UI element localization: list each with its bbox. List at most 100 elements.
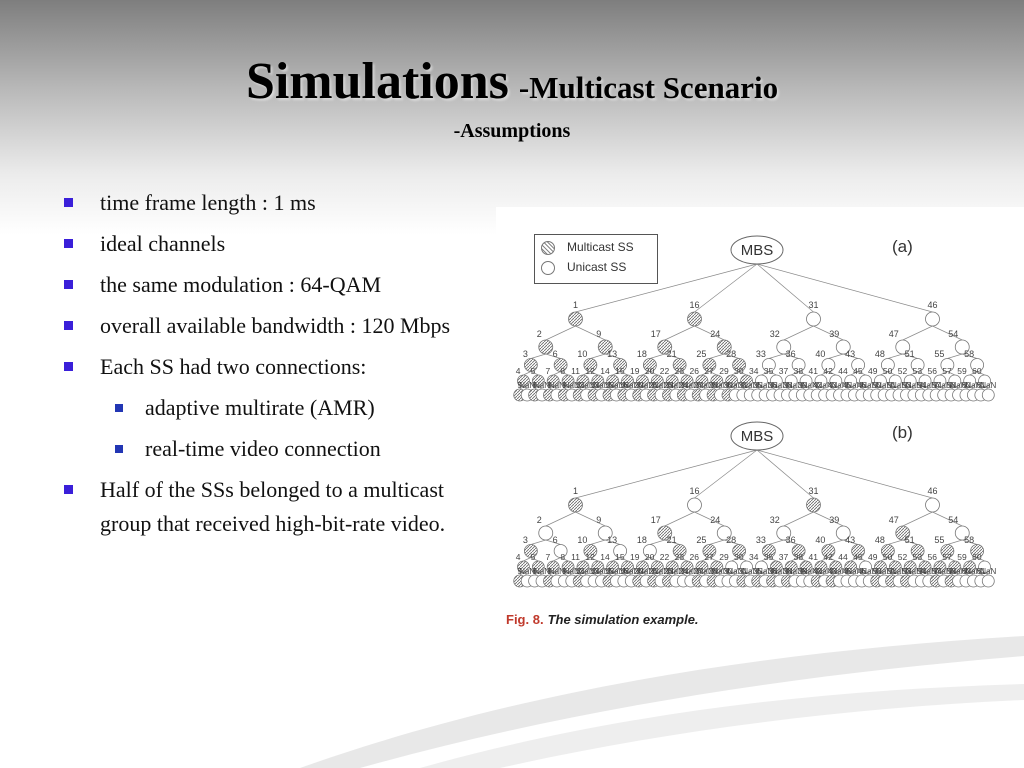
ss-node-label: 6 — [532, 567, 537, 576]
ss-node-label: NaN — [519, 381, 535, 390]
ss-node-label: 3 — [523, 535, 528, 545]
slide-title: Simulations -Multicast Scenario — [0, 52, 1024, 111]
ss-node-label: 50 — [883, 366, 893, 376]
multicast-node-icon — [541, 241, 555, 255]
tree-edge — [932, 511, 963, 527]
ss-node-label: 26 — [689, 552, 699, 562]
ss-node-label: 55 — [934, 535, 944, 545]
ss-node-label: NaN — [876, 381, 892, 390]
ss-node-label: 10 — [577, 535, 587, 545]
ss-node — [821, 358, 836, 372]
ss-node-label: 54 — [948, 515, 958, 525]
ss-node-label: NaN — [594, 381, 610, 390]
tree-edge — [649, 539, 665, 545]
ss-node-label: NaN — [534, 567, 550, 576]
ss-node-label: 51 — [887, 381, 896, 390]
ss-node-label: 51 — [905, 535, 915, 545]
figure-caption: Fig. 8.The simulation example. — [506, 612, 699, 627]
ss-node-label: NaN — [742, 567, 758, 576]
ss-node — [553, 544, 568, 558]
ss-node — [829, 560, 843, 574]
tree-edge — [947, 371, 955, 376]
ss-node-label: 38 — [783, 381, 792, 390]
ss-node-label: NaN — [653, 567, 669, 576]
ss-node — [583, 544, 598, 558]
ss-node-label: 20 — [634, 567, 643, 576]
ss-node-label: 42 — [823, 552, 833, 562]
ss-node-label: 19 — [630, 552, 640, 562]
ss-node-label: 10 — [577, 349, 587, 359]
ss-node — [978, 560, 991, 574]
tree-edge — [768, 539, 784, 545]
ss-node — [702, 358, 717, 372]
ss-node-label: NaN — [549, 381, 565, 390]
tree-edge — [756, 449, 933, 499]
ss-node — [538, 339, 554, 355]
ss-node-label: 24 — [710, 515, 720, 525]
ss-node — [531, 374, 545, 388]
ss-node-label: 43 — [845, 535, 855, 545]
title-suffix: -Multicast Scenario — [518, 70, 779, 105]
tree-edge — [642, 557, 651, 562]
ss-node-label: 47 — [889, 515, 899, 525]
ss-node-label: 34 — [749, 366, 759, 376]
ss-node — [553, 358, 568, 372]
ss-node-label: 31 — [808, 300, 818, 310]
ss-node — [702, 544, 717, 558]
tree-edge — [679, 557, 688, 562]
ss-node-label: NaN — [653, 381, 669, 390]
ss-node-label: NaN — [594, 567, 610, 576]
ss-node — [568, 497, 583, 513]
ss-node — [732, 358, 747, 372]
tree-edge — [902, 511, 933, 527]
tree-edge — [553, 371, 561, 376]
ss-node-label: 50 — [883, 552, 893, 562]
ss-node-label: 11 — [571, 552, 580, 562]
ss-node-label: 13 — [607, 535, 617, 545]
ss-node — [814, 560, 828, 574]
ss-node-label: 27 — [704, 366, 714, 376]
ss-node-label: 23 — [675, 552, 685, 562]
ss-node — [591, 560, 605, 574]
ss-node — [933, 560, 947, 574]
tree-edge — [756, 263, 814, 313]
ss-node-label: 15 — [615, 552, 625, 562]
ss-node-label: 8 — [560, 552, 565, 562]
ss-node — [725, 374, 739, 388]
ss-node-label: 29 — [719, 366, 729, 376]
ss-node-label: NaN — [757, 381, 773, 390]
ss-node-label: NaN — [683, 567, 699, 576]
tree-edge — [969, 371, 978, 376]
tree-edge — [791, 371, 799, 376]
ss-node-label: 13 — [607, 349, 617, 359]
ss-node — [538, 525, 554, 541]
ss-node — [859, 560, 872, 574]
ss-node — [859, 374, 872, 388]
tree-edge — [582, 371, 591, 376]
tree-edge — [962, 539, 978, 545]
ss-node-label: 11 — [571, 366, 580, 376]
tree-edge — [701, 371, 710, 376]
ss-node-label: 8 — [560, 366, 565, 376]
tree-edge — [756, 263, 933, 313]
ss-node-label: NaN — [564, 381, 580, 390]
ss-node-label: 30 — [734, 366, 744, 376]
ss-node — [583, 358, 598, 372]
ss-node-label: 45 — [843, 381, 852, 390]
tree-edge — [560, 557, 569, 562]
ss-node-label: NaN — [980, 567, 996, 576]
ss-node — [680, 374, 694, 388]
tree-edge — [917, 557, 926, 562]
ss-node — [874, 560, 887, 574]
ss-node-label: 40 — [815, 349, 825, 359]
ss-node — [791, 544, 806, 558]
ss-node-label: 25 — [696, 535, 706, 545]
ss-node-label: 26 — [689, 366, 699, 376]
ss-node-label: 38 — [794, 366, 804, 376]
tree-edge — [694, 325, 725, 341]
ss-node — [821, 544, 836, 558]
bullet-item: the same modulation : 64-QAM — [62, 268, 492, 302]
ss-node — [716, 525, 732, 541]
bullet-item: time frame length : 1 ms — [62, 186, 492, 220]
